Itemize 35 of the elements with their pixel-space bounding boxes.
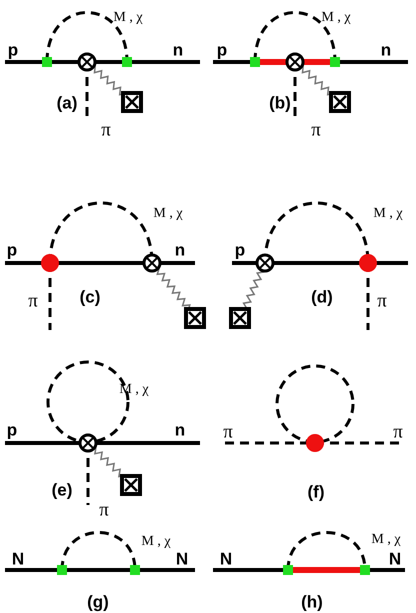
- panel-label: (e): [52, 482, 72, 498]
- panel-label: (a): [56, 94, 78, 112]
- particle-label: p: [6, 242, 18, 258]
- pion-label: π: [311, 120, 321, 140]
- mass-label: M , χ: [373, 207, 403, 221]
- panel-label: (d): [311, 288, 333, 306]
- panel-label: (b): [269, 94, 291, 112]
- mass-label: M , χ: [141, 535, 171, 549]
- panel-label: (h): [301, 594, 323, 610]
- particle-label: n: [172, 42, 184, 58]
- mass-label: M , χ: [371, 533, 401, 547]
- panel-label: (f): [308, 484, 324, 500]
- particle-label: p: [6, 422, 18, 438]
- particle-label: N: [176, 550, 188, 568]
- particle-label: p: [8, 42, 18, 58]
- pion-label: π: [223, 422, 233, 442]
- panel-label: (g): [87, 594, 109, 610]
- pion-label: π: [99, 500, 109, 520]
- mass-label: M , χ: [119, 383, 149, 397]
- particle-label: n: [174, 422, 186, 438]
- particle-label: N: [220, 550, 232, 568]
- pion-label: π: [393, 422, 403, 442]
- particle-label: n: [174, 242, 186, 258]
- particle-label: p: [216, 42, 228, 58]
- pion-label: π: [101, 120, 111, 140]
- mass-label: M , χ: [321, 11, 351, 25]
- pion-label: π: [28, 292, 38, 310]
- particle-label: N: [12, 550, 24, 568]
- particle-label: N: [388, 550, 402, 568]
- particle-label: n: [380, 42, 392, 58]
- pion-label: π: [377, 292, 387, 310]
- panel-label: (c): [80, 288, 100, 306]
- mass-label: M , χ: [113, 11, 143, 25]
- mass-label: M , χ: [153, 207, 183, 221]
- particle-label: p: [234, 242, 246, 258]
